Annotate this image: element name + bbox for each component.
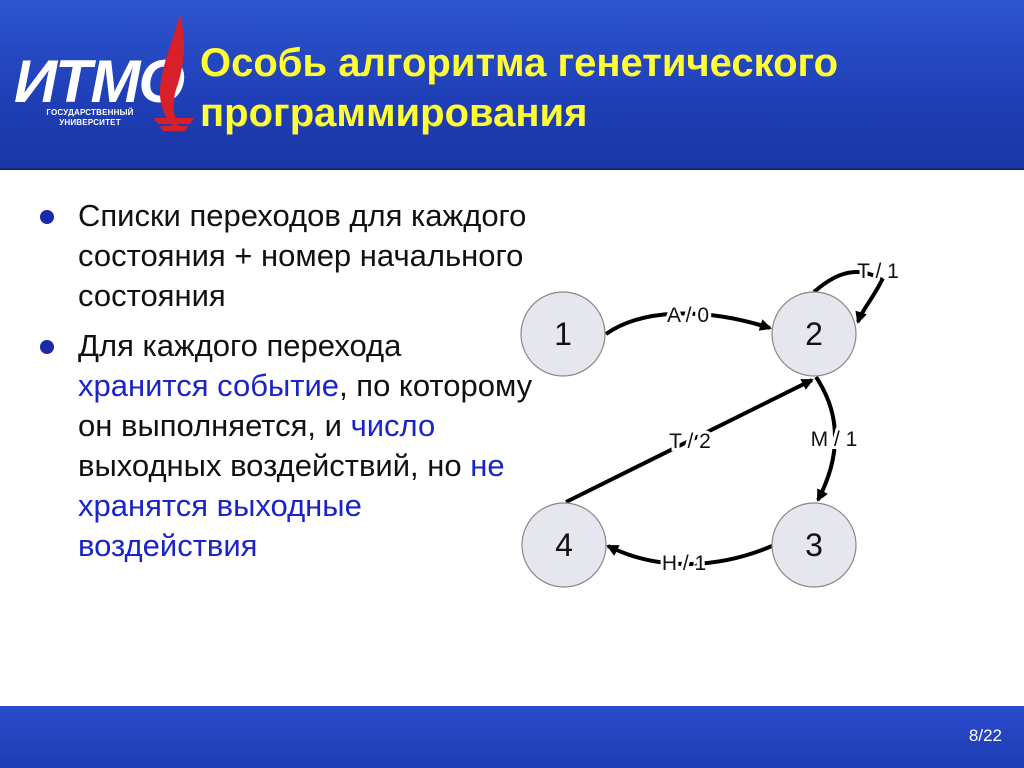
edge-label-3-4: H / 1: [662, 552, 706, 575]
bullet-item: Списки переходов для каждого состояния +…: [36, 196, 536, 316]
bullet-list: Списки переходов для каждого состояния +…: [36, 196, 536, 576]
slide-title: Особь алгоритма генетического программир…: [200, 41, 839, 135]
bullet-text: , по которому он выполняется, и: [78, 368, 533, 443]
state-label-2: 2: [805, 316, 823, 352]
state-label-1: 1: [554, 316, 572, 352]
edge-label-2-2: T / 1: [857, 260, 899, 283]
edge-4-2: [565, 378, 814, 504]
bullet-item: Для каждого перехода хранится событие, п…: [36, 326, 536, 566]
bullet-text: Списки переходов для каждого состояния +…: [78, 198, 527, 313]
edge-2-2: [812, 270, 885, 324]
header-bar: ИТМО ГОСУДАРСТВЕННЫЙ УНИВЕРСИТЕТ Особь а…: [0, 0, 1024, 170]
state-label-3: 3: [805, 527, 823, 563]
edge-2-3: [814, 375, 837, 502]
logo-wordmark: ИТМО: [14, 48, 185, 115]
itmo-logo: ИТМО ГОСУДАРСТВЕННЫЙ УНИВЕРСИТЕТ: [8, 14, 198, 134]
bullet-text: выходных воздействий, но: [78, 448, 471, 483]
state-node-1: [520, 291, 606, 377]
bullet-dot-icon: [40, 210, 54, 224]
highlighted-text: число: [350, 408, 436, 443]
state-node-3: [771, 502, 857, 588]
bullet-dot-icon: [40, 340, 54, 354]
edge-label-1-2: A / 0: [667, 304, 709, 327]
state-diagram: 1 2 3 4 A / 0 T / 1 M / 1 H / 1 T / 2: [520, 257, 902, 588]
page-number: 8/22: [968, 726, 1002, 745]
state-node-2: [771, 291, 857, 377]
state-label-4: 4: [555, 527, 573, 563]
highlighted-text: не хранятся выходные воздействия: [78, 448, 505, 563]
edge-3-4: [606, 544, 773, 566]
footer-bar: 8/22: [0, 706, 1024, 768]
edge-label-2-3: M / 1: [811, 428, 858, 451]
logo-subtitle-line-2: УНИВЕРСИТЕТ: [59, 118, 121, 127]
edge-1-2: [604, 311, 772, 336]
highlighted-text: хранится событие: [78, 368, 340, 403]
state-node-4: [521, 502, 607, 588]
bullet-text: Для каждого перехода: [78, 328, 402, 363]
flame-icon: [154, 14, 194, 132]
edge-label-4-2: T / 2: [669, 430, 711, 453]
logo-subtitle-line-1: ГОСУДАРСТВЕННЫЙ: [46, 108, 134, 117]
logo-subtitle: ГОСУДАРСТВЕННЫЙ УНИВЕРСИТЕТ: [30, 108, 150, 128]
